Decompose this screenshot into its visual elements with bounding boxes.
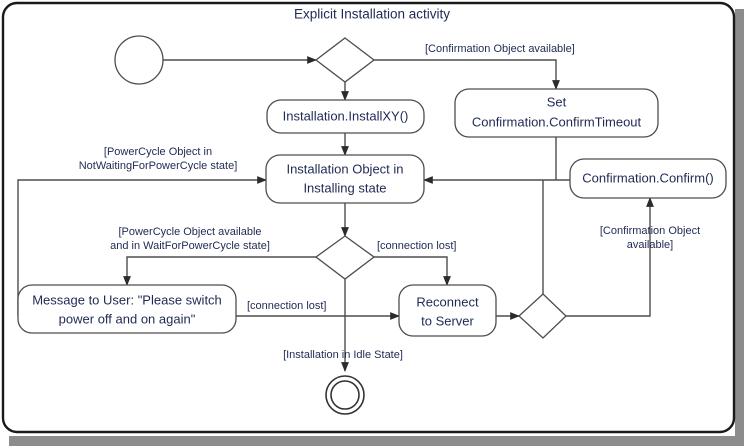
guard-confirmation-available-line2: available] [627, 239, 673, 251]
action-install-xy-label: Installation.InstallXY() [283, 108, 409, 123]
guard-installation-idle: [Installation in Idle State] [283, 349, 403, 361]
activity-frame [1, 1, 736, 434]
state-installing-line1: Installation Object in [286, 161, 403, 176]
guard-connection-lost-right: [connection lost] [377, 240, 457, 252]
guard-confirmation-available-top: [Confirmation Object available] [425, 43, 575, 55]
guard-connection-lost-left: [connection lost] [247, 300, 327, 312]
merge-node-right [518, 293, 567, 339]
action-set-confirm-timeout [454, 88, 659, 138]
edge-decision-to-settimeout [374, 59, 560, 90]
action-set-confirm-timeout-line2: Confirmation.ConfirmTimeout [472, 114, 642, 129]
action-install-xy [266, 99, 425, 134]
action-reconnect-line1: Reconnect [416, 294, 479, 309]
action-set-confirm-timeout-line1: Set [547, 94, 567, 109]
action-message-to-user [17, 284, 237, 334]
state-installing [265, 154, 425, 204]
final-node-inner [330, 380, 360, 410]
edge-decision-power-to-reconnect [374, 256, 451, 286]
page-title: Explicit Installation activity [294, 7, 450, 22]
initial-node [114, 35, 164, 85]
guard-powercycle-available-line2: and in WaitForPowerCycle state] [110, 240, 270, 252]
guard-powercycle-available-line1: [PowerCycle Object available [118, 226, 261, 238]
action-message-to-user-line2: power off and on again" [59, 311, 196, 326]
action-reconnect-to-server [398, 284, 497, 337]
action-message-to-user-line1: Message to User: "Please switch [32, 292, 222, 307]
edge-merge-to-confirm [566, 197, 654, 317]
decision-powercycle [314, 235, 376, 280]
window-shadow-right [735, 9, 744, 446]
window-shadow-bottom [9, 436, 744, 446]
state-installing-line2: Installing state [303, 180, 386, 195]
action-confirmation-confirm-label: Confirmation.Confirm() [582, 170, 713, 185]
guard-confirmation-available-line1: [Confirmation Object [600, 225, 700, 237]
edge-decision-power-to-message [123, 256, 316, 286]
action-reconnect-line2: to Server [421, 313, 474, 328]
guard-powercycle-notwaiting-line1: [PowerCycle Object in [104, 146, 212, 158]
edge-message-loop-to-installing [17, 176, 267, 316]
action-confirmation-confirm [569, 158, 727, 199]
guard-powercycle-notwaiting-line2: NotWaitingForPowerCycle state] [79, 160, 238, 172]
decision-start [314, 37, 376, 83]
